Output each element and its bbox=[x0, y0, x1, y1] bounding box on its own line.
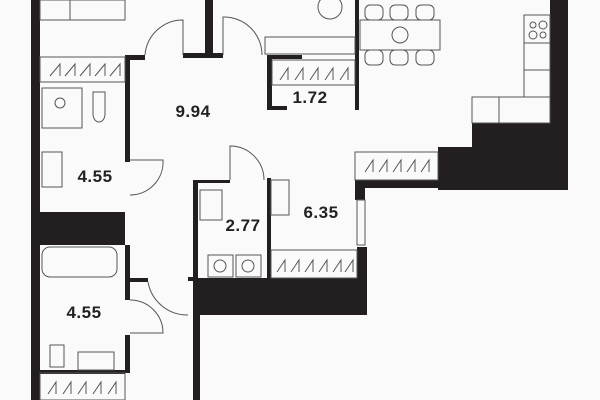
room-area-closet: 1.72 bbox=[292, 88, 328, 107]
room-area-bath-lower: 4.55 bbox=[66, 303, 102, 322]
room-area-hall: 9.94 bbox=[175, 102, 211, 121]
room-area-room: 6.35 bbox=[303, 203, 339, 222]
room-area-bath-upper: 4.55 bbox=[77, 167, 113, 186]
room-area-laundry: 2.77 bbox=[225, 216, 261, 235]
hanger-icons bbox=[47, 62, 430, 395]
doors-and-fixtures bbox=[39, 0, 551, 400]
walls bbox=[31, 0, 568, 400]
